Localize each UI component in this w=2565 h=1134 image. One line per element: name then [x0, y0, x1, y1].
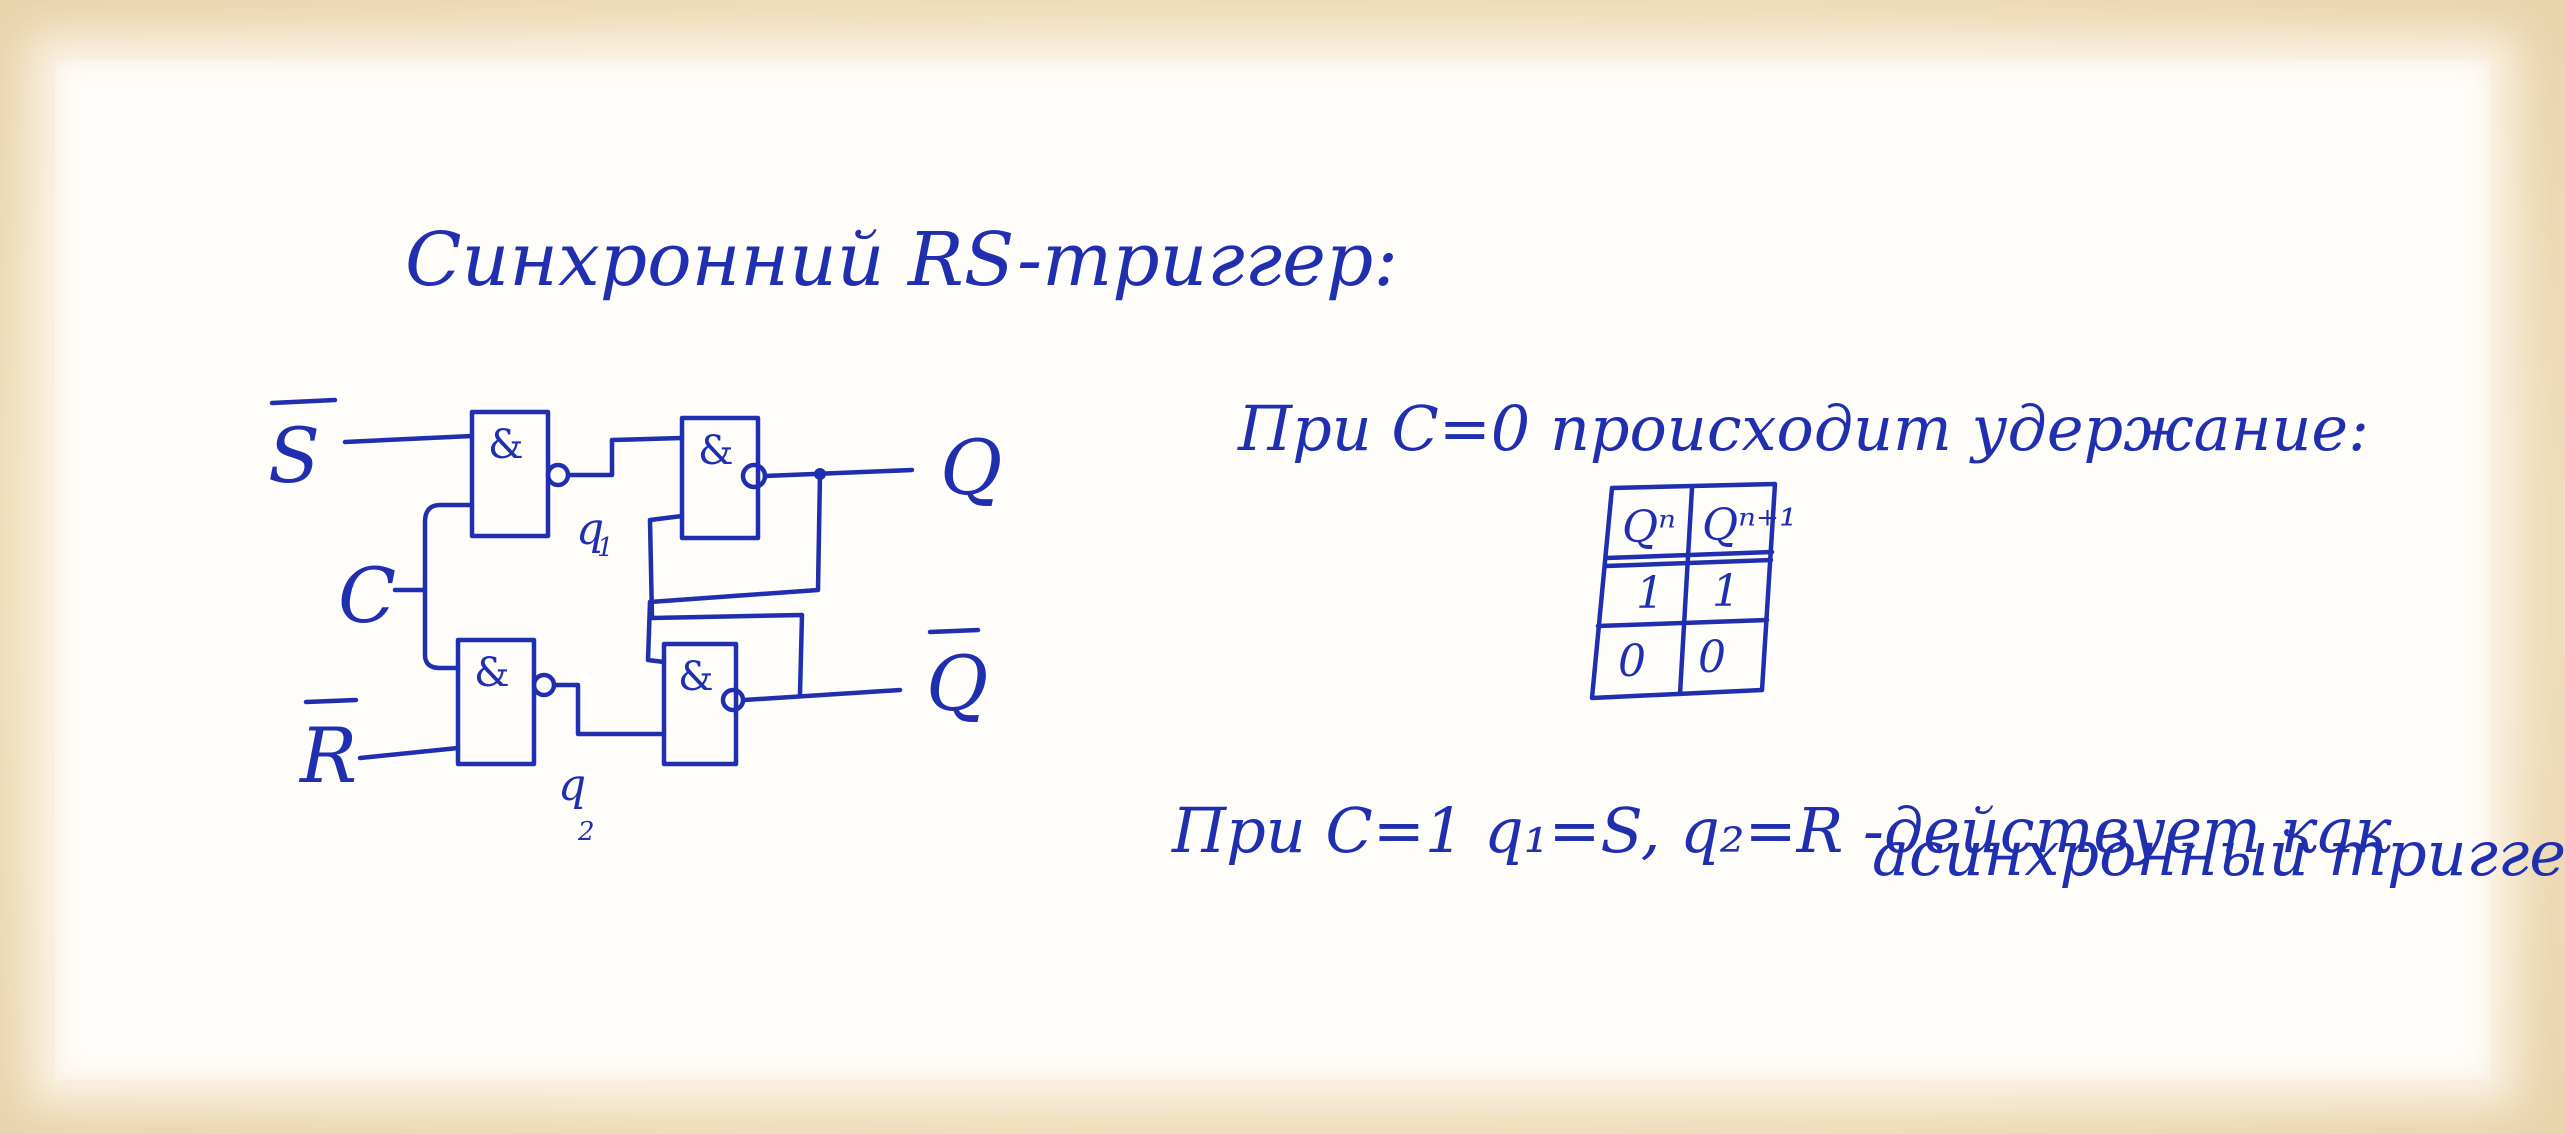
input-r-bar-label: R [298, 711, 357, 800]
state-table: Qⁿ Qⁿ⁺¹ 1 1 0 0 [1589, 481, 1797, 701]
table-cell-r2c2: 0 [1698, 632, 1726, 683]
input-c-label: C [338, 551, 396, 640]
async-note-line-2: асинхронный триггер. [1872, 817, 2565, 890]
gate-1-symbol: & [488, 422, 524, 468]
table-cell-r1c1: 1 [1636, 568, 1664, 619]
table-header-qn: Qⁿ [1622, 502, 1676, 553]
gate-4-inversion-bubble [720, 687, 746, 713]
paper-sheet [55, 60, 2490, 1080]
gate-3-symbol: & [698, 428, 734, 474]
rs-trigger-diagram: S C R & & & & [268, 397, 1002, 847]
async-note-line-1: При C=1 q₁=S, q₂=R -действует как [1171, 794, 2393, 867]
gate-4-symbol: & [678, 654, 714, 700]
r-bar-overline [303, 697, 359, 705]
table-column-divider [1677, 485, 1695, 697]
s-bar-overline [269, 397, 338, 406]
table-header-divider [1603, 549, 1775, 561]
page-title: Синхронний RS-триггер: [405, 217, 1398, 303]
input-s-bar-label: S [268, 411, 320, 500]
node-q1-label: q [576, 504, 604, 555]
wires [342, 433, 915, 761]
gate-2-symbol: & [474, 650, 510, 696]
hold-note: При C=0 происходит удержание: [1237, 392, 2369, 465]
table-header-qn1: Qⁿ⁺¹ [1702, 500, 1797, 551]
node-q2-subscript: 2 [577, 817, 595, 847]
gate-3-inversion-bubble [740, 462, 768, 490]
table-cell-r2c1: 0 [1618, 636, 1646, 687]
q-bar-overline [927, 627, 981, 635]
nand-gate-2 [455, 637, 537, 767]
gate-2-inversion-bubble [531, 672, 557, 698]
output-q-bar-label: Q [926, 639, 988, 728]
node-q2-label: q [558, 760, 586, 811]
gate-1-inversion-bubble [545, 462, 571, 488]
nand-gate-4 [661, 641, 739, 767]
nand-gate-3 [679, 415, 761, 541]
table-cell-r1c2: 1 [1712, 566, 1740, 617]
output-q-label: Q [940, 423, 1002, 512]
node-q1-subscript: 1 [597, 533, 614, 563]
table-row-divider [1595, 617, 1770, 629]
